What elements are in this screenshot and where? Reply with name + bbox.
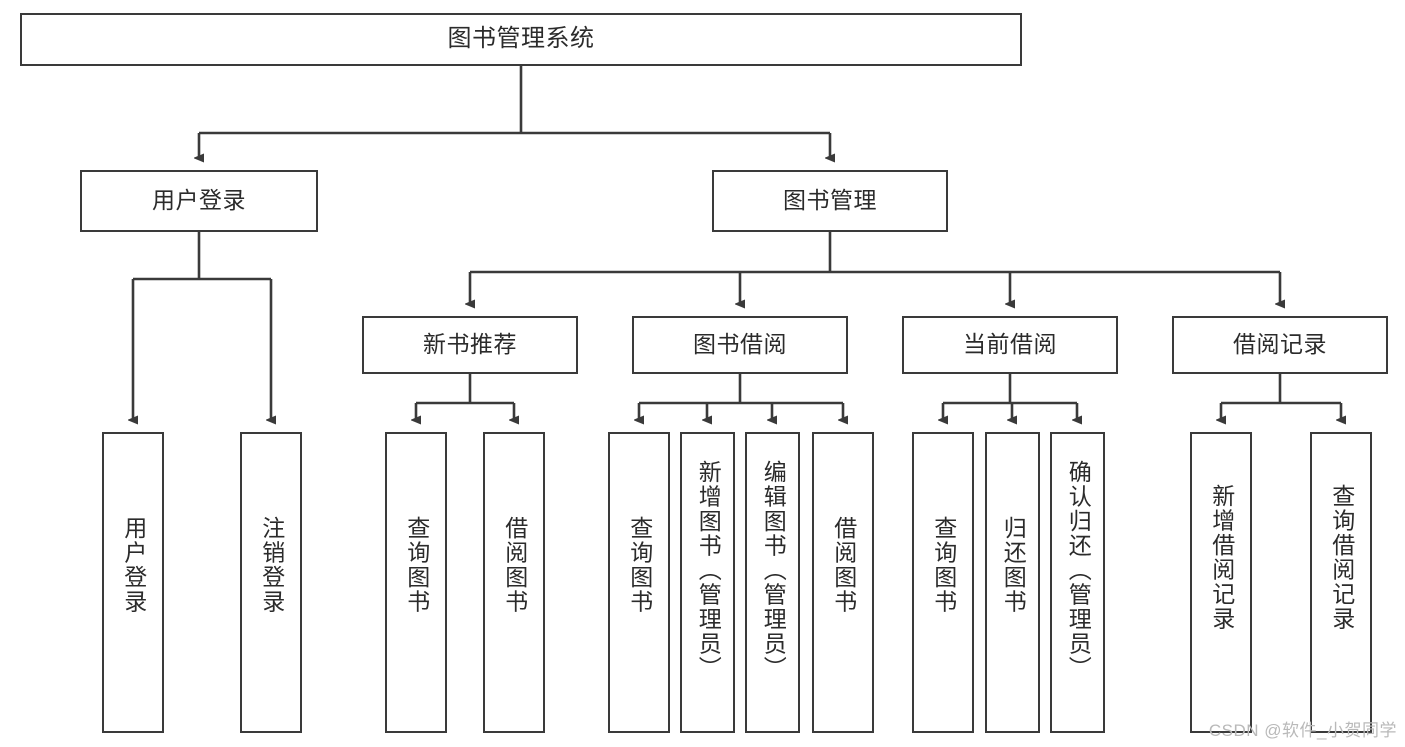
node-label-leaf-logout: 注销登录 <box>258 516 285 614</box>
node-current-borrow[interactable]: 当前借阅 <box>902 316 1118 374</box>
node-label-borrow-record: 借阅记录 <box>1233 331 1327 358</box>
watermark-text: CSDN @软件_小贺同学 <box>1208 721 1397 740</box>
node-new-book-recommend[interactable]: 新书推荐 <box>362 316 578 374</box>
node-label-leaf-confirm-return: 确认归还（管理员） <box>1065 460 1092 681</box>
node-leaf-edit-book[interactable]: 编辑图书（管理员） <box>745 432 800 733</box>
node-label-root: 图书管理系统 <box>447 25 595 53</box>
node-label-leaf-add-record: 新增借阅记录 <box>1208 484 1235 631</box>
node-label-leaf-borrow-book: 借阅图书 <box>830 516 857 614</box>
node-book-manage[interactable]: 图书管理 <box>712 170 948 232</box>
node-root[interactable]: 图书管理系统 <box>20 13 1022 66</box>
node-leaf-query-book-borrow[interactable]: 查询图书 <box>608 432 670 733</box>
node-leaf-logout[interactable]: 注销登录 <box>240 432 302 733</box>
node-user-login[interactable]: 用户登录 <box>80 170 318 232</box>
node-leaf-confirm-return[interactable]: 确认归还（管理员） <box>1050 432 1105 733</box>
node-borrow-record[interactable]: 借阅记录 <box>1172 316 1388 374</box>
node-label-leaf-add-book: 新增图书（管理员） <box>695 460 722 681</box>
node-label-leaf-query-book-cur: 查询图书 <box>930 516 957 614</box>
node-label-leaf-edit-book: 编辑图书（管理员） <box>760 460 787 681</box>
node-leaf-query-book-rec[interactable]: 查询图书 <box>385 432 447 733</box>
node-label-book-borrow: 图书借阅 <box>693 331 787 358</box>
node-label-leaf-query-book-borrow: 查询图书 <box>626 516 653 614</box>
node-label-book-manage: 图书管理 <box>783 187 877 214</box>
node-label-leaf-return-book: 归还图书 <box>1000 516 1027 614</box>
node-label-current-borrow: 当前借阅 <box>963 331 1057 358</box>
node-leaf-borrow-book-rec[interactable]: 借阅图书 <box>483 432 545 733</box>
node-leaf-return-book[interactable]: 归还图书 <box>985 432 1040 733</box>
node-leaf-query-record[interactable]: 查询借阅记录 <box>1310 432 1372 733</box>
node-leaf-user-login[interactable]: 用户登录 <box>102 432 164 733</box>
node-label-leaf-query-book-rec: 查询图书 <box>403 516 430 614</box>
node-label-user-login: 用户登录 <box>152 187 246 214</box>
node-label-leaf-query-record: 查询借阅记录 <box>1328 484 1355 631</box>
node-leaf-add-book[interactable]: 新增图书（管理员） <box>680 432 735 733</box>
node-book-borrow[interactable]: 图书借阅 <box>632 316 848 374</box>
node-leaf-borrow-book[interactable]: 借阅图书 <box>812 432 874 733</box>
node-label-leaf-borrow-book-rec: 借阅图书 <box>501 516 528 614</box>
node-leaf-add-record[interactable]: 新增借阅记录 <box>1190 432 1252 733</box>
node-leaf-query-book-cur[interactable]: 查询图书 <box>912 432 974 733</box>
node-label-leaf-user-login: 用户登录 <box>120 516 147 614</box>
node-label-new-book-recommend: 新书推荐 <box>423 331 517 358</box>
